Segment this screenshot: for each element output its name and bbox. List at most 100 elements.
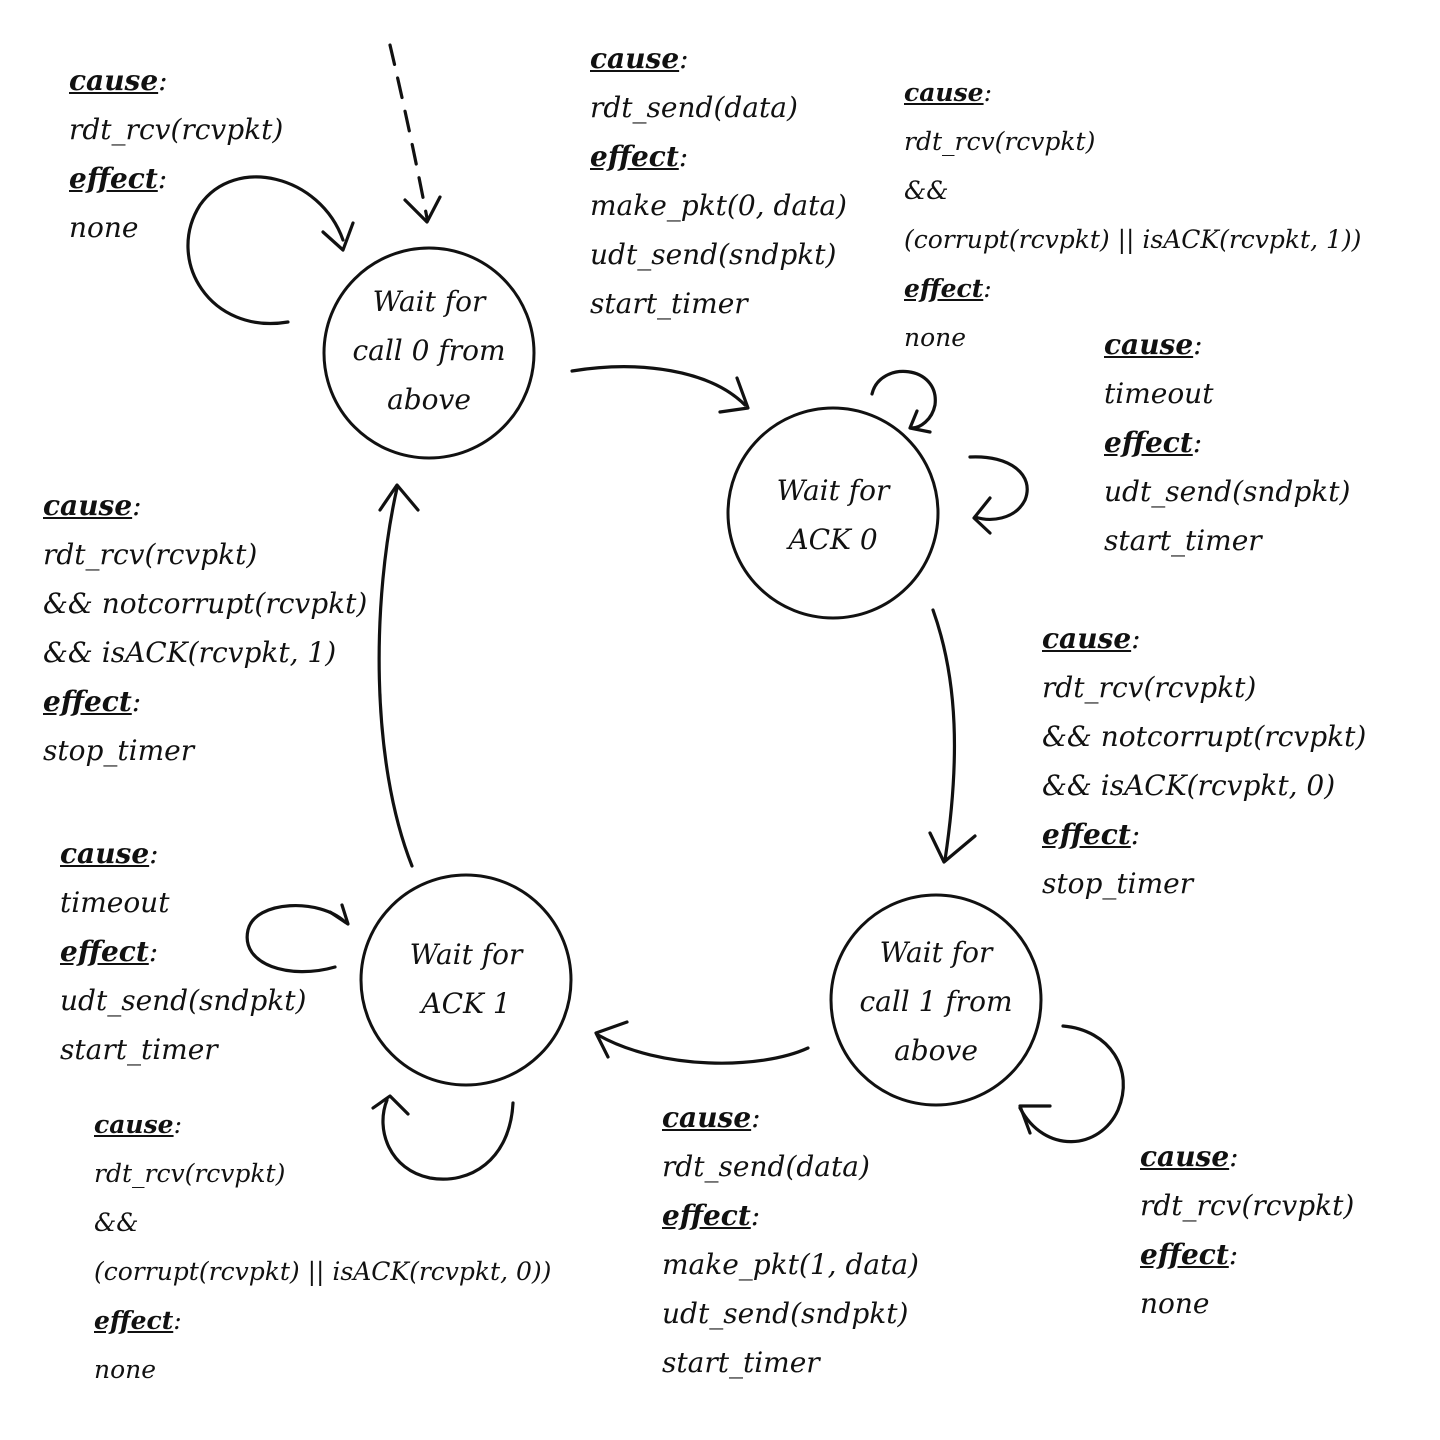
cause-line: timeout [60, 886, 170, 919]
cause-line: && isACK(rcvpkt, 1) [43, 636, 337, 669]
call0-to-ack0-head [718, 376, 750, 414]
self-loop-ack0-timeout-head [972, 496, 992, 535]
annotation-self-ack1-timeout: cause: timeout effect: udt_send(sndpkt) … [60, 829, 306, 1074]
annotation-self-ack1-corrupt: cause: rdt_rcv(rcvpkt) && (corrupt(rcvpk… [94, 1100, 551, 1394]
effect-line: udt_send(sndpkt) [590, 238, 837, 271]
effect-line: start_timer [1104, 524, 1262, 557]
state-label-line: Wait for [880, 936, 994, 969]
effect-line: stop_timer [1042, 867, 1194, 900]
self-loop-ack1-corrupt-head [371, 1094, 410, 1116]
state-label-line: call 0 from [352, 334, 505, 367]
cause-keyword: cause [1042, 622, 1132, 655]
effect-keyword: effect [662, 1199, 751, 1232]
cause-keyword: cause [60, 837, 150, 870]
effect-line: make_pkt(1, data) [662, 1248, 919, 1281]
state-label-line: Wait for [410, 938, 524, 971]
self-loop-call0-arrow [186, 175, 345, 326]
self-loop-call1-head [1018, 1104, 1052, 1135]
effect-keyword: effect [43, 685, 132, 718]
effect-line: make_pkt(0, data) [590, 189, 847, 222]
annotation-ack1-to-call0: cause: rdt_rcv(rcvpkt) && notcorrupt(rcv… [43, 481, 367, 775]
annotation-self-call0: cause: rdt_rcv(rcvpkt) effect: none [69, 56, 283, 252]
cause-line: rdt_send(data) [662, 1150, 870, 1183]
effect-keyword: effect [1104, 426, 1193, 459]
cause-line: && notcorrupt(rcvpkt) [43, 587, 368, 620]
call1-to-ack1-head [594, 1020, 629, 1059]
cause-keyword: cause [1104, 328, 1194, 361]
annotation-self-call1: cause: rdt_rcv(rcvpkt) effect: none [1140, 1132, 1354, 1328]
cause-line: timeout [1104, 377, 1214, 410]
self-loop-ack1-timeout-head [328, 903, 350, 926]
self-loop-ack1-timeout-arrow [245, 904, 347, 974]
cause-line: (corrupt(rcvpkt) || isACK(rcvpkt, 0)) [94, 1257, 552, 1286]
call0-to-ack0-arrow [570, 365, 747, 407]
self-loop-call0-head [321, 221, 355, 252]
state-wait-ack-1: Wait for ACK 1 [359, 873, 573, 1087]
effect-line: udt_send(sndpkt) [1104, 475, 1351, 508]
self-loop-ack0-corrupt-head [908, 409, 932, 434]
self-loop-call1-arrow [1018, 1024, 1125, 1144]
annotation-self-ack0-timeout: cause: timeout effect: udt_send(sndpkt) … [1104, 320, 1350, 565]
cause-line: (corrupt(rcvpkt) || isACK(rcvpkt, 1)) [904, 225, 1362, 254]
state-wait-ack-0: Wait for ACK 0 [726, 406, 940, 620]
cause-line: && [904, 176, 949, 205]
self-loop-ack0-corrupt-arrow [870, 369, 937, 430]
ack1-to-call0-arrow [377, 486, 414, 868]
state-wait-call-0: Wait for call 0 from above [322, 246, 536, 460]
cause-line: rdt_rcv(rcvpkt) [43, 538, 258, 571]
ack0-to-call1-arrow [931, 608, 957, 862]
effect-line: none [94, 1355, 157, 1384]
cause-keyword: cause [904, 78, 984, 107]
effect-line: udt_send(sndpkt) [662, 1297, 909, 1330]
cause-keyword: cause [1140, 1140, 1230, 1173]
annotation-ack0-to-call1: cause: rdt_rcv(rcvpkt) && notcorrupt(rcv… [1042, 614, 1366, 908]
state-label-line: Wait for [777, 474, 891, 507]
state-label-line: Wait for [373, 285, 487, 318]
state-label-line: above [894, 1034, 978, 1067]
cause-keyword: cause [94, 1110, 174, 1139]
annotation-self-ack0-corrupt: cause: rdt_rcv(rcvpkt) && (corrupt(rcvpk… [904, 68, 1361, 362]
effect-line: start_timer [590, 287, 748, 320]
effect-line: none [904, 323, 967, 352]
annotation-call0-to-ack0: cause: rdt_send(data) effect: make_pkt(0… [590, 34, 847, 328]
cause-keyword: cause [662, 1101, 752, 1134]
effect-keyword: effect [1042, 818, 1131, 851]
cause-line: rdt_rcv(rcvpkt) [1042, 671, 1257, 704]
state-label-line: above [387, 383, 471, 416]
state-label-line: call 1 from [859, 985, 1012, 1018]
state-label-line: ACK 0 [785, 523, 877, 556]
ack0-to-call1-head [928, 831, 977, 864]
effect-line: start_timer [662, 1346, 820, 1379]
cause-keyword: cause [69, 64, 159, 97]
cause-keyword: cause [43, 489, 133, 522]
effect-keyword: effect [904, 274, 984, 303]
cause-line: && isACK(rcvpkt, 0) [1042, 769, 1336, 802]
effect-line: stop_timer [43, 734, 195, 767]
effect-keyword: effect [1140, 1238, 1229, 1271]
cause-keyword: cause [590, 42, 680, 75]
effect-keyword: effect [69, 162, 158, 195]
cause-line: rdt_rcv(rcvpkt) [904, 127, 1096, 156]
initial-arrow-head [403, 195, 442, 224]
cause-line: rdt_rcv(rcvpkt) [1140, 1189, 1355, 1222]
ack1-to-call0-head [378, 483, 420, 512]
effect-keyword: effect [94, 1306, 174, 1335]
effect-line: start_timer [60, 1033, 218, 1066]
cause-line: && notcorrupt(rcvpkt) [1042, 720, 1367, 753]
annotation-call1-to-ack1: cause: rdt_send(data) effect: make_pkt(1… [662, 1093, 919, 1387]
effect-keyword: effect [590, 140, 679, 173]
effect-line: udt_send(sndpkt) [60, 984, 307, 1017]
cause-line: rdt_send(data) [590, 91, 798, 124]
cause-line: rdt_rcv(rcvpkt) [94, 1159, 286, 1188]
effect-keyword: effect [60, 935, 149, 968]
cause-line: rdt_rcv(rcvpkt) [69, 113, 284, 146]
cause-line: && [94, 1208, 139, 1237]
initial-arrow [388, 43, 429, 220]
state-wait-call-1: Wait for call 1 from above [829, 893, 1043, 1107]
self-loop-ack0-timeout-arrow [968, 455, 1029, 521]
effect-line: none [1140, 1287, 1210, 1320]
effect-line: none [69, 211, 139, 244]
call1-to-ack1-arrow [596, 1033, 810, 1065]
self-loop-ack1-corrupt-arrow [381, 1098, 515, 1181]
